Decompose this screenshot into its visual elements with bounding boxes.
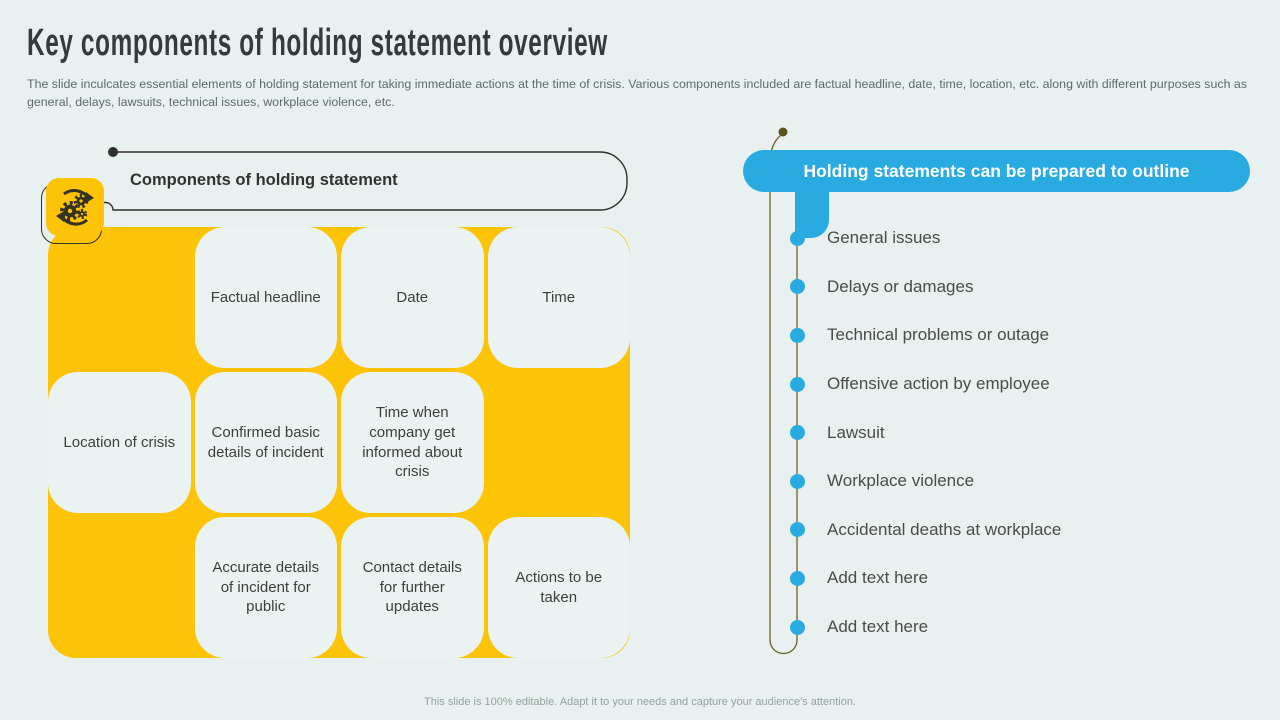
list-item: Offensive action by employee — [790, 360, 1210, 409]
component-cell-contact-details: Contact details for further updates — [341, 517, 484, 658]
list-item: Delays or damages — [790, 263, 1210, 312]
process-gears-icon — [41, 178, 107, 244]
connector-dot-right — [778, 127, 788, 137]
list-item-label: General issues — [827, 228, 941, 248]
list-item: General issues — [790, 214, 1210, 263]
bullet-dot-icon — [790, 327, 805, 343]
bullet-dot-icon — [790, 230, 805, 246]
list-item: Add text here — [790, 554, 1210, 603]
list-item: Technical problems or outage — [790, 311, 1210, 360]
component-cell-time: Time — [487, 227, 630, 368]
component-cell-time-informed: Time when company get informed about cri… — [341, 372, 484, 513]
slide-title: Key components of holding statement over… — [27, 22, 608, 64]
component-cell-factual-headline: Factual headline — [194, 227, 337, 368]
components-grid: Factual headline Date Time Location of c… — [48, 227, 630, 658]
bullet-dot-icon — [790, 376, 805, 392]
component-cell-date: Date — [341, 227, 484, 368]
list-item-label: Offensive action by employee — [827, 374, 1050, 394]
list-item-label: Add text here — [827, 617, 929, 637]
component-cell-actions-taken: Actions to be taken — [487, 517, 630, 658]
banner-tail — [795, 184, 829, 238]
list-item-label: Technical problems or outage — [827, 325, 1050, 345]
bullet-dot-icon — [790, 522, 805, 538]
right-panel-header: Holding statements can be prepared to ou… — [743, 150, 1250, 192]
component-cell-empty — [48, 517, 191, 658]
component-cell-location-of-crisis: Location of crisis — [48, 372, 191, 513]
list-item: Add text here — [790, 603, 1210, 652]
bullet-dot-icon — [790, 473, 805, 489]
bullet-dot-icon — [790, 425, 805, 441]
outline-list: General issues Delays or damages Technic… — [790, 214, 1210, 651]
gears-cycle-glyph — [56, 189, 94, 226]
list-item-label: Workplace violence — [827, 471, 975, 491]
left-panel-header: Components of holding statement — [130, 171, 398, 189]
icon-yellow-box — [46, 178, 104, 236]
slide-subtitle: The slide inculcates essential elements … — [27, 77, 1247, 109]
list-item: Workplace violence — [790, 457, 1210, 506]
connector-dot-left — [108, 147, 118, 157]
list-item-label: Add text here — [827, 568, 929, 588]
component-cell-accurate-details: Accurate details of incident for public — [194, 517, 337, 658]
bullet-dot-icon — [790, 570, 805, 586]
component-cell-empty — [488, 372, 631, 513]
bullet-dot-icon — [790, 279, 805, 295]
footer-note: This slide is 100% editable. Adapt it to… — [424, 696, 856, 708]
list-item-label: Accidental deaths at workplace — [827, 519, 1062, 539]
list-item-label: Delays or damages — [827, 276, 974, 296]
component-cell-confirmed-details: Confirmed basic details of incident — [194, 372, 337, 513]
list-item-label: Lawsuit — [827, 422, 885, 442]
component-cell-empty — [48, 227, 191, 368]
bullet-dot-icon — [790, 619, 805, 635]
list-item: Accidental deaths at workplace — [790, 506, 1210, 555]
list-item: Lawsuit — [790, 408, 1210, 457]
